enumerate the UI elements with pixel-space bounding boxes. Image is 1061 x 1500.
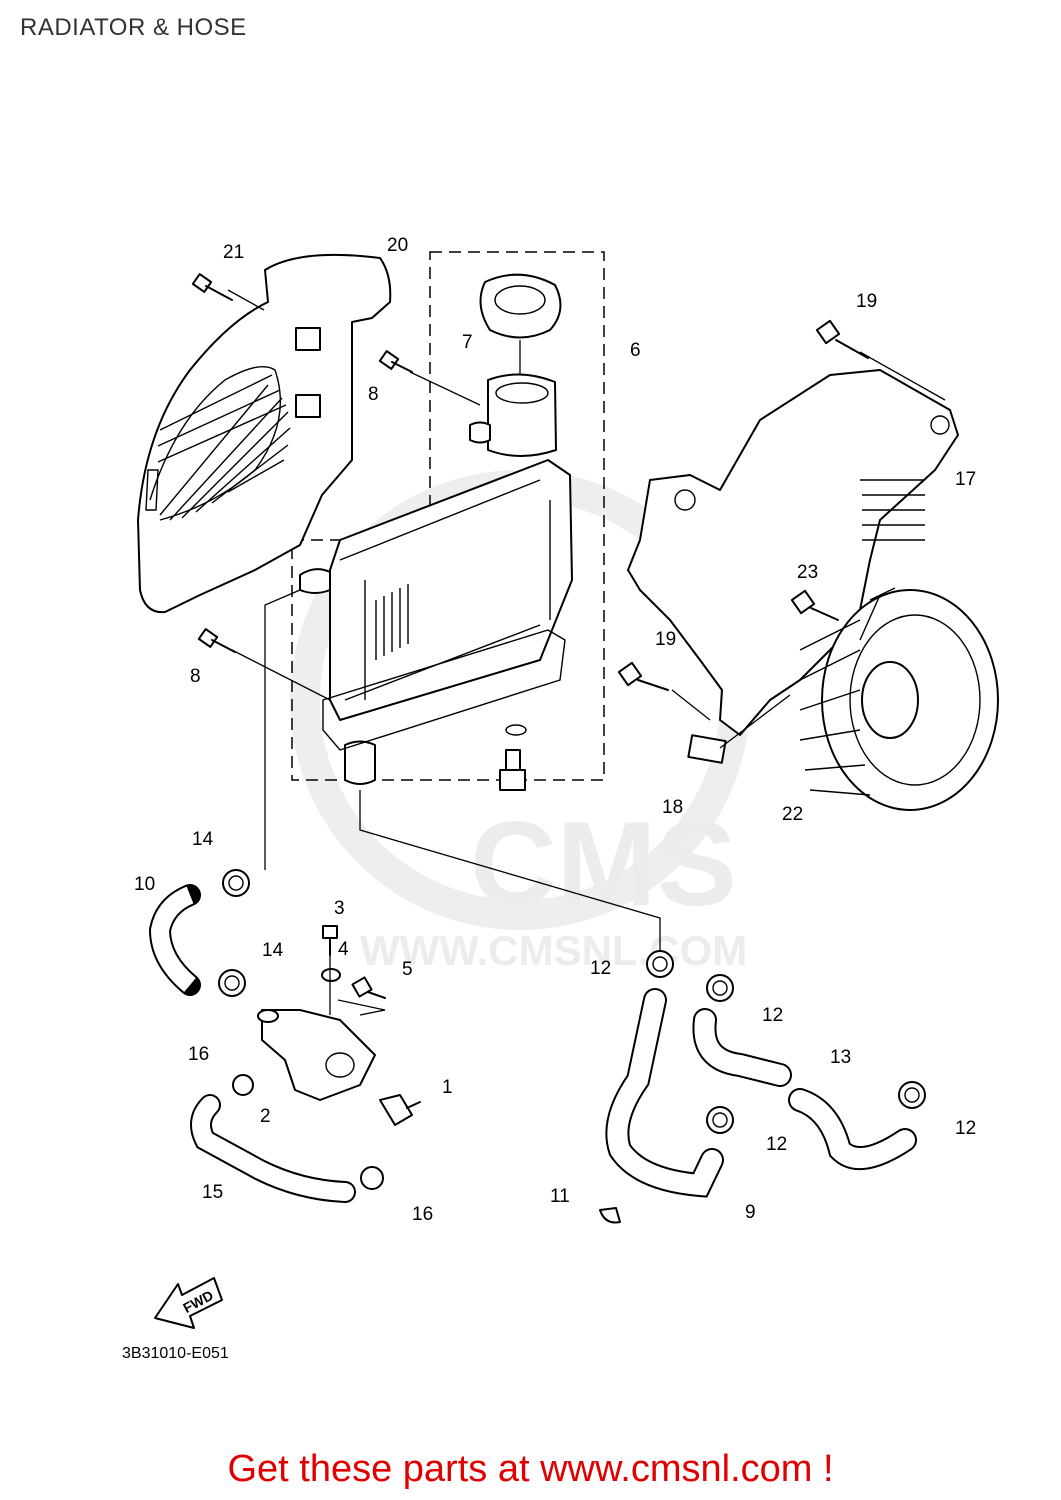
pump-housing-2 xyxy=(257,1009,376,1101)
bolt-19-lower xyxy=(617,661,669,691)
callout-8-lower: 8 xyxy=(190,666,201,687)
callout-5: 5 xyxy=(402,959,413,980)
clamp-12-b xyxy=(706,974,734,1002)
callout-17: 17 xyxy=(955,469,976,490)
clamp-14-lower xyxy=(218,969,246,997)
clamp-12-c xyxy=(706,1106,734,1134)
callout-11: 11 xyxy=(550,1186,570,1207)
callout-1: 1 xyxy=(442,1077,453,1098)
screw-8-upper xyxy=(378,350,413,373)
page-title: RADIATOR & HOSE xyxy=(20,14,247,41)
fwd-arrow: FWD xyxy=(154,1277,223,1329)
callout-8-upper: 8 xyxy=(368,384,379,405)
screw-8-lower xyxy=(197,628,236,653)
callout-15: 15 xyxy=(202,1182,223,1203)
watermark-url: WWW.CMSNL.COM xyxy=(360,927,747,974)
callout-3: 3 xyxy=(334,898,345,919)
callout-21: 21 xyxy=(223,242,244,263)
callout-2: 2 xyxy=(260,1106,271,1127)
damper-18 xyxy=(687,734,727,764)
callout-14-lower: 14 xyxy=(262,940,284,961)
bolt-23 xyxy=(790,589,839,621)
hose-13 xyxy=(692,1008,917,1170)
diagram-code: 3B31010-E051 xyxy=(122,1345,229,1362)
callout-12-d: 12 xyxy=(955,1118,976,1139)
callout-12-b: 12 xyxy=(762,1005,783,1026)
callout-16-upper: 16 xyxy=(188,1044,209,1065)
callout-7: 7 xyxy=(462,332,473,353)
clamp-16-upper xyxy=(232,1074,254,1096)
call-to-action-link[interactable]: Get these parts at www.cmsnl.com ! xyxy=(227,1448,834,1490)
callout-10: 10 xyxy=(134,874,155,895)
radiator-cover xyxy=(137,253,392,614)
callout-labels: 1 2 3 4 5 6 7 8 8 9 10 11 12 12 12 12 13… xyxy=(134,235,976,1225)
callout-14-upper: 14 xyxy=(192,829,214,850)
clamp-12-d xyxy=(898,1081,926,1109)
radiator-cap xyxy=(479,273,562,339)
watermark-logo: CMS xyxy=(470,797,737,931)
clamp-12-a xyxy=(646,950,674,978)
clip-11 xyxy=(599,1207,621,1224)
callout-19-upper: 19 xyxy=(856,291,877,312)
callout-19-lower: 19 xyxy=(655,629,676,650)
clamp-16-lower xyxy=(360,1166,384,1190)
bolt-5 xyxy=(351,976,386,999)
callout-20: 20 xyxy=(387,235,408,256)
cooling-fan xyxy=(799,587,999,811)
callout-6: 6 xyxy=(630,340,641,361)
callout-16-lower: 16 xyxy=(412,1204,433,1225)
callout-4: 4 xyxy=(338,939,349,960)
thermo-unit-1 xyxy=(379,1094,421,1126)
radiator-core xyxy=(299,373,573,791)
callout-22: 22 xyxy=(782,804,803,825)
connector-lines xyxy=(227,289,946,1016)
callout-18: 18 xyxy=(662,797,683,818)
callout-12-a: 12 xyxy=(590,958,611,979)
callout-12-c: 12 xyxy=(766,1134,787,1155)
hose-10-inner xyxy=(150,886,196,992)
callout-9: 9 xyxy=(745,1202,756,1223)
clamp-14-upper xyxy=(222,869,250,897)
screw-21 xyxy=(191,273,233,301)
bolt-19-upper xyxy=(815,319,869,359)
callout-23: 23 xyxy=(797,562,818,583)
washer-4 xyxy=(321,968,341,982)
callout-13: 13 xyxy=(830,1047,851,1068)
